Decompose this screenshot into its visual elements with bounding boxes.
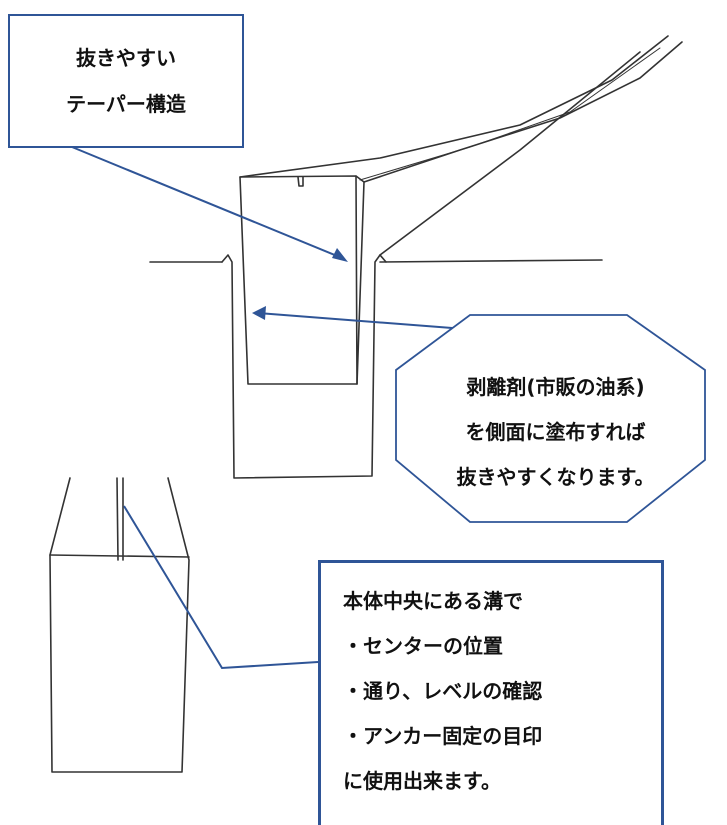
groove-callout-line-5: に使用出来ます。 [343, 769, 501, 793]
lower-form-groove [116, 477, 124, 561]
groove-leader-line [123, 505, 319, 670]
lower-form-outline [49, 477, 190, 773]
release-agent-octagon [395, 314, 706, 523]
release-callout-line-1: 剥離剤(市販の油系) [466, 374, 645, 399]
support-strut [379, 51, 641, 256]
taper-arrow [71, 146, 343, 259]
groove-callout-box: 本体中央にある溝で ・センターの位置 ・通り、レベルの確認 ・アンカー固定の目印… [318, 560, 664, 825]
taper-callout-line-2: テーパー構造 [66, 92, 186, 116]
release-agent-callout: 剥離剤(市販の油系) を側面に塗布すれば 抜きやすくなります。 [403, 362, 708, 502]
release-callout-line-3: 抜きやすくなります。 [456, 464, 655, 489]
taper-callout-box: 抜きやすい テーパー構造 [8, 14, 244, 148]
hole-outline [221, 254, 387, 479]
groove-callout-line-1: 本体中央にある溝で [343, 589, 523, 613]
groove-callout-line-3: ・通り、レベルの確認 [343, 679, 543, 703]
groove-callout-line-4: ・アンカー固定の目印 [343, 724, 543, 748]
release-arrow-head [252, 306, 266, 320]
ground-line [149, 259, 603, 263]
block-inner-edge [355, 175, 358, 385]
block-groove [297, 176, 304, 187]
release-callout-line-2: を側面に塗布すれば [465, 419, 646, 444]
tapered-block [239, 175, 365, 385]
handle-upper-edge [239, 35, 669, 178]
handle-mid-line [359, 47, 661, 181]
taper-callout-line-1: 抜きやすい [76, 46, 176, 70]
release-arrow [257, 312, 479, 331]
taper-arrow-head [332, 248, 348, 262]
groove-callout-line-2: ・センターの位置 [343, 634, 503, 658]
lower-form-top-edge [49, 554, 190, 558]
